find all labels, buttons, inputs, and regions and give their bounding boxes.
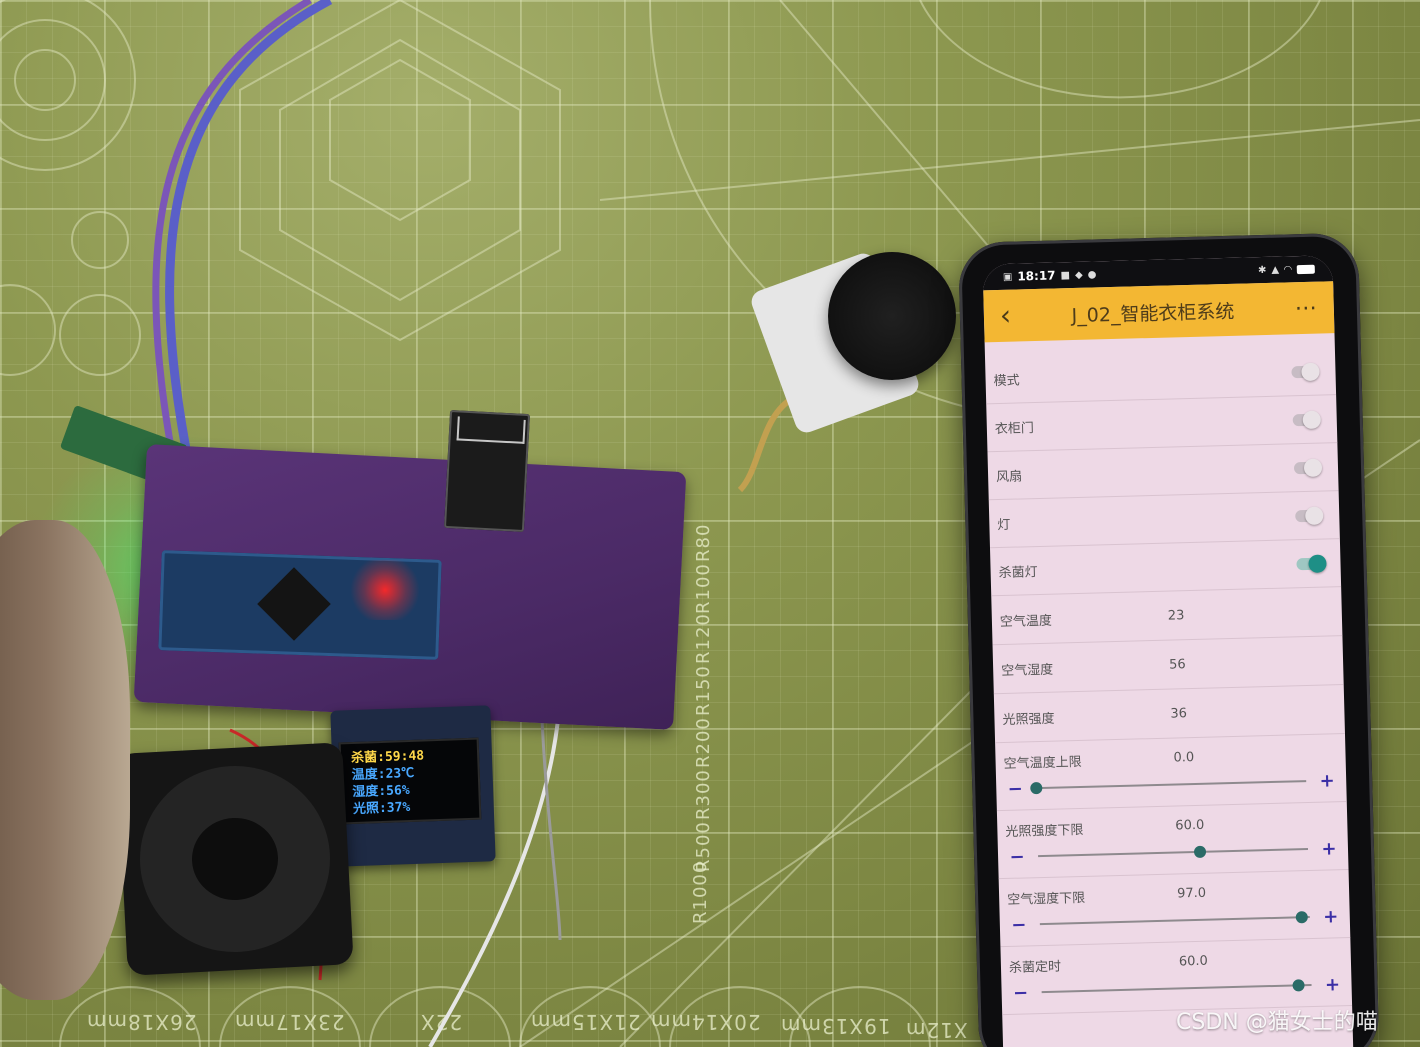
hand: [0, 520, 130, 1000]
slider-thumb[interactable]: [1193, 845, 1207, 859]
uv-lamp-switch[interactable]: [1296, 557, 1323, 570]
oled-line: 光照:37%: [352, 800, 411, 818]
slider-thumb[interactable]: [1030, 781, 1043, 795]
slider-track[interactable]: [1030, 780, 1307, 795]
switch-label: 灯: [997, 517, 1011, 534]
slider-label: 杀菌定时: [1008, 959, 1062, 976]
decrease-button[interactable]: −: [1009, 845, 1025, 868]
wifi-module: [443, 409, 531, 533]
mode-switch[interactable]: [1291, 365, 1318, 378]
slider-track[interactable]: [1041, 979, 1312, 994]
reading-label: 光照强度: [1002, 711, 1055, 728]
increase-button[interactable]: +: [1324, 973, 1341, 996]
slider-value: 60.0: [1175, 817, 1205, 834]
app-notification-icon: ●: [1087, 268, 1097, 281]
bluetooth-icon: ✱: [1257, 264, 1267, 276]
phone-screen: ▣ 18:17 ■ ◆ ● ✱ ▲ ◠ ‹ J_02_智能衣柜系统 ⋯: [982, 255, 1354, 1047]
increase-button[interactable]: +: [1322, 905, 1339, 928]
red-led-glow: [350, 560, 420, 620]
reading-value: 23: [1167, 607, 1185, 624]
watermark: CSDN @猫女士的喵: [1176, 1010, 1378, 1035]
wardrobe-door-switch[interactable]: [1292, 413, 1319, 426]
signal-icon: ▲: [1271, 264, 1280, 276]
app-bar: ‹ J_02_智能衣柜系统 ⋯: [983, 281, 1335, 343]
slider-value: 0.0: [1173, 749, 1195, 766]
status-time: 18:17: [1017, 268, 1056, 284]
slider-track[interactable]: [1039, 911, 1310, 926]
oled-display: 杀菌:59:48 温度:23℃ 湿度:56% 光照:37%: [338, 737, 482, 825]
battery-icon: [1296, 264, 1315, 274]
cooling-fan: [116, 742, 354, 976]
slider-value: 97.0: [1176, 885, 1207, 901]
slider-thumb[interactable]: [1291, 979, 1305, 992]
stepper-motor-disc: [828, 252, 956, 380]
slider-value: 60.0: [1178, 953, 1209, 969]
switch-label: 衣柜门: [994, 421, 1035, 438]
status-right: ✱ ▲ ◠: [1257, 263, 1315, 276]
slider-track[interactable]: [1038, 845, 1309, 859]
switch-label: 模式: [993, 373, 1020, 390]
slider-label: 光照强度下限: [1005, 822, 1084, 840]
notification-icon: ▣: [1002, 271, 1013, 283]
slider-thumb[interactable]: [1295, 911, 1308, 924]
decrease-button[interactable]: −: [1007, 777, 1024, 800]
slider-label: 空气温度上限: [1003, 754, 1082, 772]
slider-humidity-lower: 空气湿度下限 97.0 − +: [998, 869, 1351, 948]
slider-temp-upper: 空气温度上限 0.0 − +: [995, 734, 1347, 812]
slider-light-lower: 光照强度下限 60.0 − +: [996, 802, 1349, 880]
fan-switch[interactable]: [1293, 461, 1321, 474]
wifi-icon: ◠: [1283, 263, 1292, 275]
increase-button[interactable]: +: [1319, 769, 1336, 792]
reading-value: 36: [1170, 705, 1188, 722]
decrease-button[interactable]: −: [1012, 981, 1029, 1004]
control-list: 模式 衣柜门 风扇 灯 杀菌灯: [984, 333, 1353, 1016]
light-switch[interactable]: [1295, 509, 1322, 522]
switch-label: 杀菌灯: [998, 565, 1038, 582]
smartphone: ▣ 18:17 ■ ◆ ● ✱ ▲ ◠ ‹ J_02_智能衣柜系统 ⋯: [958, 232, 1380, 1047]
increase-button[interactable]: +: [1321, 837, 1337, 860]
decrease-button[interactable]: −: [1011, 913, 1027, 936]
app-notification-icon: ◆: [1074, 269, 1083, 281]
slider-label: 空气湿度下限: [1007, 890, 1086, 908]
more-icon[interactable]: ⋯: [1294, 295, 1319, 321]
reading-value: 56: [1168, 656, 1186, 673]
app-title: J_02_智能衣柜系统: [1071, 300, 1235, 327]
status-left: ▣ 18:17 ■ ◆ ●: [1003, 267, 1097, 283]
app-notification-icon: ■: [1060, 269, 1071, 281]
reading-label: 空气湿度: [1001, 662, 1054, 679]
switch-label: 风扇: [995, 469, 1023, 486]
reading-label: 空气温度: [999, 613, 1053, 630]
back-icon[interactable]: ‹: [999, 298, 1012, 332]
